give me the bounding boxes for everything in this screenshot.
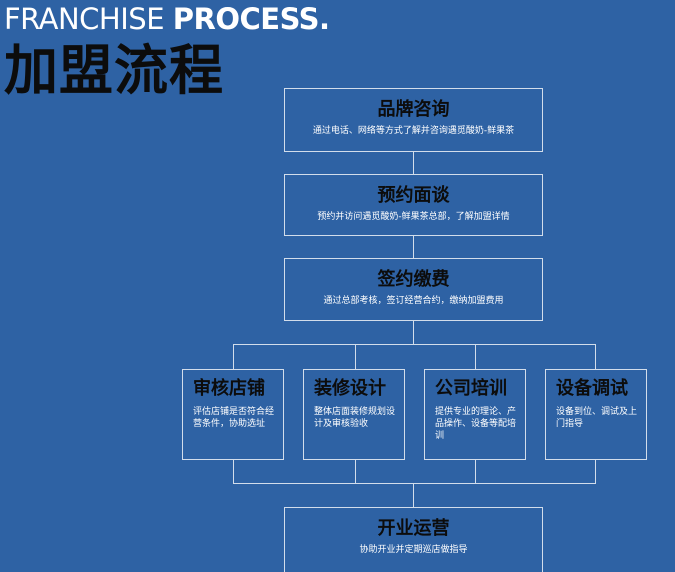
step-appointment-interview: 预约面谈 预约并访问遇觅酸奶-鲜果茶总部，了解加盟详情 bbox=[284, 174, 543, 236]
title-chinese: 加盟流程 bbox=[4, 39, 224, 102]
bottom-branch-bar bbox=[233, 483, 596, 484]
title-english: FRANCHISE PROCESS. bbox=[4, 2, 330, 36]
branch-description: 提供专业的理论、产品操作、设备等配培训 bbox=[435, 407, 517, 441]
branch-drop-1 bbox=[233, 344, 234, 369]
branch-description: 设备到位、调试及上门指导 bbox=[556, 407, 638, 429]
step-title: 品牌咨询 bbox=[377, 99, 450, 120]
branch-drop-2 bbox=[355, 344, 356, 369]
step-brand-consultation: 品牌咨询 通过电话、网络等方式了解并咨询遇觅酸奶-鲜果茶 bbox=[284, 88, 543, 152]
connector-to-final bbox=[413, 483, 414, 507]
step-title: 开业运营 bbox=[377, 518, 450, 539]
branch-description: 评估店铺是否符合经营条件，协助选址 bbox=[193, 407, 275, 429]
branch-store-review: 审核店铺 评估店铺是否符合经营条件，协助选址 bbox=[182, 369, 284, 460]
step-opening-operation: 开业运营 协助开业并定期巡店做指导 bbox=[284, 507, 543, 572]
step-description: 通过总部考核，签订经营合约，缴纳加盟费用 bbox=[323, 296, 504, 306]
branch-drop-4 bbox=[595, 344, 596, 369]
top-branch-bar bbox=[233, 344, 595, 345]
step-description: 通过电话、网络等方式了解并咨询遇觅酸奶-鲜果茶 bbox=[312, 126, 515, 136]
step-description: 预约并访问遇觅酸奶-鲜果茶总部，了解加盟详情 bbox=[317, 212, 510, 222]
branch-title: 设备调试 bbox=[556, 378, 628, 399]
branch-equipment-setup: 设备调试 设备到位、调试及上门指导 bbox=[545, 369, 647, 460]
branch-title: 装修设计 bbox=[314, 378, 386, 399]
branch-title: 审核店铺 bbox=[193, 378, 265, 399]
connector-1-2 bbox=[413, 152, 414, 174]
step-title: 预约面谈 bbox=[377, 185, 450, 206]
step-description: 协助开业并定期巡店做指导 bbox=[359, 545, 468, 555]
step-sign-and-pay: 签约缴费 通过总部考核，签订经营合约，缴纳加盟费用 bbox=[284, 258, 543, 321]
title-english-bold: PROCESS. bbox=[172, 2, 330, 36]
connector-3-split bbox=[413, 321, 414, 345]
branch-rise-1 bbox=[233, 460, 234, 484]
branch-title: 公司培训 bbox=[435, 378, 507, 399]
step-title: 签约缴费 bbox=[377, 269, 450, 290]
branch-drop-3 bbox=[475, 344, 476, 369]
connector-2-3 bbox=[413, 236, 414, 258]
branch-rise-3 bbox=[475, 460, 476, 484]
branch-rise-2 bbox=[355, 460, 356, 484]
title-english-light: FRANCHISE bbox=[4, 2, 173, 36]
branch-decoration-design: 装修设计 整体店面装修规划设计及审核验收 bbox=[303, 369, 405, 460]
branch-company-training: 公司培训 提供专业的理论、产品操作、设备等配培训 bbox=[424, 369, 526, 460]
branch-rise-4 bbox=[595, 460, 596, 484]
branch-description: 整体店面装修规划设计及审核验收 bbox=[314, 407, 396, 429]
